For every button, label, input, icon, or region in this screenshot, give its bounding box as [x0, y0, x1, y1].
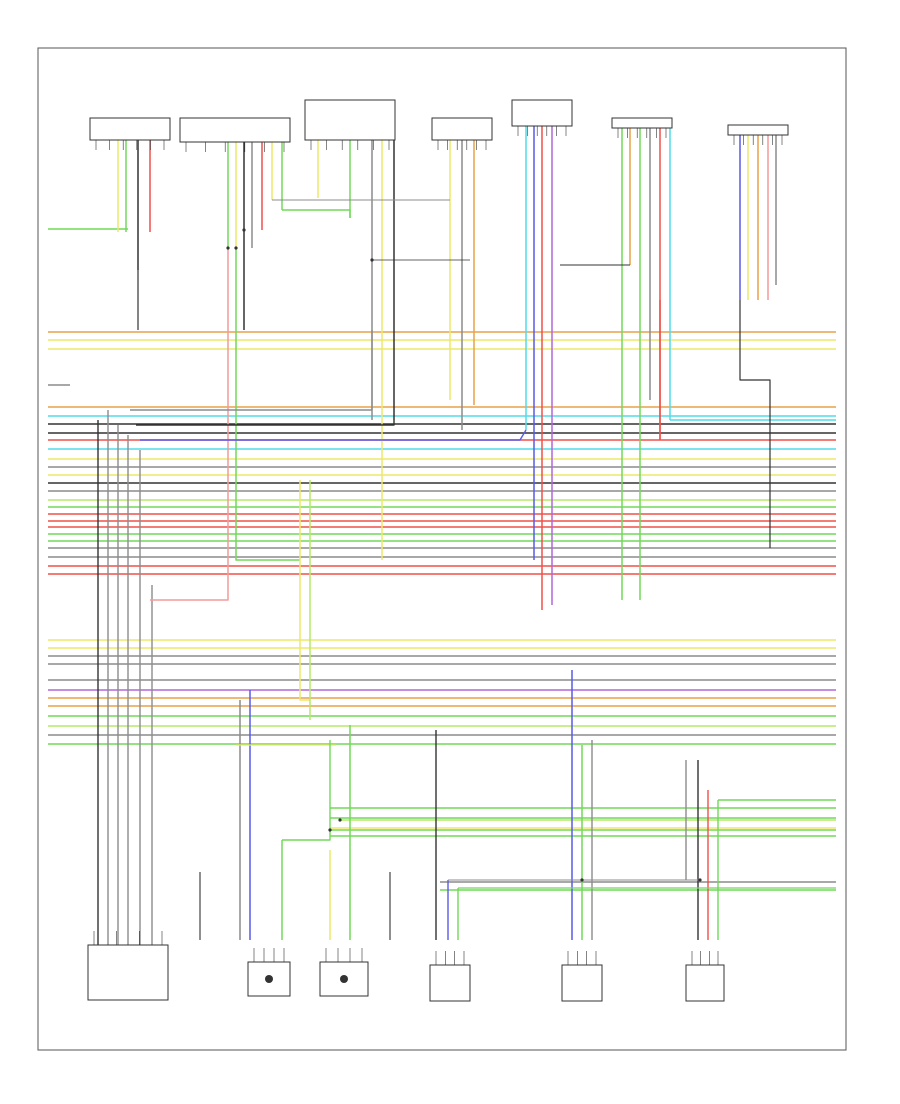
junction-dot: [234, 246, 238, 250]
junction-dot: [226, 246, 230, 250]
top-component-1: [89, 117, 171, 150]
routed-wire: [739, 300, 771, 548]
diagram-frame: [37, 47, 847, 1051]
routed-wire: [150, 248, 229, 601]
top-component-4: [431, 117, 493, 150]
routed-wire: [299, 480, 310, 701]
routed-wire: [136, 420, 395, 426]
top-component-3: [304, 99, 396, 150]
bottom-component-3: [319, 948, 369, 997]
sensor-symbol: [265, 975, 273, 983]
component-body: [429, 964, 471, 1002]
junction-dot: [242, 228, 246, 232]
wire-layer: [48, 125, 836, 960]
routed-wire: [282, 209, 351, 218]
routed-wire: [130, 330, 373, 411]
routed-wire: [235, 248, 300, 561]
junction-dot: [698, 878, 702, 882]
component-body: [431, 117, 493, 141]
top-component-2: [179, 117, 291, 152]
component-body: [685, 964, 725, 1002]
component-body: [89, 117, 171, 141]
bottom-component-6: [685, 951, 725, 1002]
junction-dot: [338, 818, 342, 822]
junction-dot: [580, 878, 584, 882]
routed-wire: [282, 740, 331, 841]
sensor-symbol: [340, 975, 348, 983]
component-body: [561, 964, 603, 1002]
top-component-7: [727, 124, 789, 145]
component-body: [179, 117, 291, 143]
component-body: [611, 117, 673, 129]
top-component-5: [511, 99, 573, 136]
component-body: [727, 124, 789, 136]
routed-wire: [140, 429, 527, 441]
junction-dot: [370, 258, 374, 262]
junction-dot: [328, 828, 332, 832]
bottom-component-5: [561, 951, 603, 1002]
component-body: [511, 99, 573, 127]
bottom-component-2: [247, 948, 291, 997]
component-layer: [87, 99, 789, 1002]
bottom-component-4: [429, 951, 471, 1002]
bottom-component-1: [87, 931, 169, 1001]
component-body: [304, 99, 396, 141]
top-component-6: [611, 117, 673, 138]
component-body: [87, 944, 169, 1001]
